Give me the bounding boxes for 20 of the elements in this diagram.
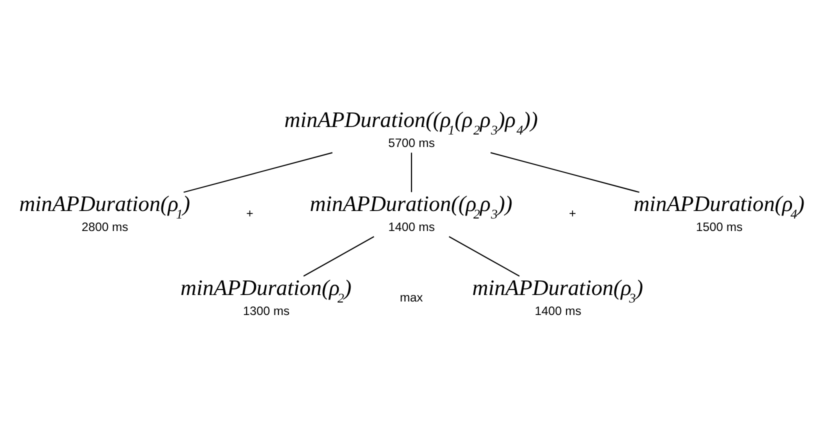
connector	[448, 236, 520, 277]
node-text: minAPDuration((ρ$_{2}$ρ$_{3}$))	[310, 191, 512, 222]
node-text: minAPDuration(ρ$_{1}$)	[19, 191, 190, 222]
node-label: 1500 ms	[696, 220, 743, 234]
connector	[410, 152, 412, 192]
node-label: 5700 ms	[388, 136, 435, 150]
connector	[184, 152, 333, 193]
connector	[303, 236, 374, 277]
node-label: 1400 ms	[534, 304, 582, 318]
node-label: 2800 ms	[82, 220, 128, 234]
node-label: 1300 ms	[242, 304, 290, 318]
node-label: 1400 ms	[388, 220, 435, 234]
connector	[490, 152, 640, 193]
node-text: minAPDuration(ρ$_{3}$)	[472, 275, 644, 306]
node-text: minAPDuration((ρ$_{1}$(ρ$_{2}$ρ$_{3}$)ρ$_{4}$))	[284, 107, 538, 138]
node-text: minAPDuration(ρ$_{4}$)	[634, 191, 805, 222]
label: +	[568, 206, 576, 221]
label: +	[246, 206, 254, 221]
node-text: minAPDuration(ρ$_{2}$)	[180, 275, 352, 306]
label: max	[400, 290, 423, 305]
